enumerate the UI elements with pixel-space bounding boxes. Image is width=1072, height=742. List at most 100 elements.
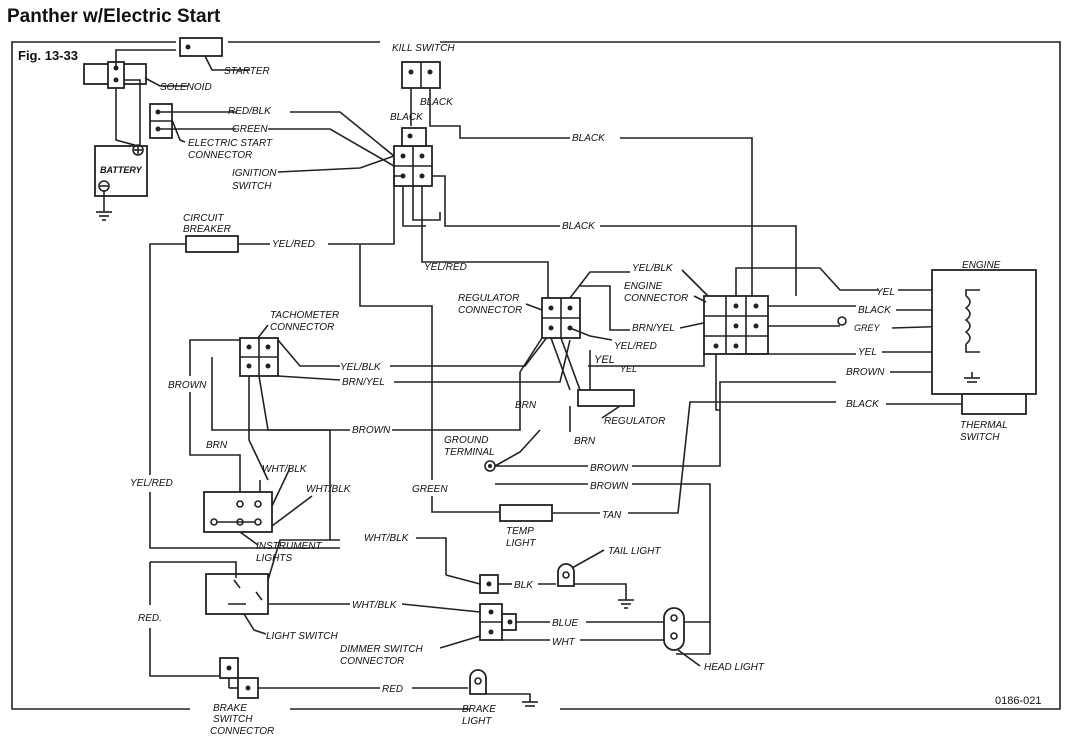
wire-label-yel-blk-eng: YEL/BLK [632, 263, 674, 274]
tail-light-connector [479, 574, 499, 594]
dimmer-pointer [439, 635, 481, 649]
instrument-lights-label-1: INSTRUMENT [256, 541, 322, 552]
ground-terminal [484, 460, 496, 472]
wire-label-brown-mid: BROWN [352, 425, 391, 436]
ground-terminal-label-2: TERMINAL [444, 447, 495, 458]
thermal-switch-label-2: SWITCH [960, 432, 1000, 443]
wire-brown-tach-2 [189, 392, 241, 480]
wire-label-brown-ground-1: BROWN [590, 463, 629, 474]
brake-switch-connector-label-3: CONNECTOR [210, 726, 274, 737]
wire-label-yel-red-reg: YEL/RED [424, 262, 467, 273]
wire-label-yel-red-left: YEL/RED [130, 478, 173, 489]
wire-ground-reg [494, 429, 541, 467]
temp-light-label-2: LIGHT [506, 538, 536, 549]
engine-connector-label-1: ENGINE [624, 281, 663, 292]
wire-label-yel-red-reg-2: YEL/RED [614, 341, 657, 352]
wire-brn-yel-tach-2 [394, 339, 571, 383]
regulator-connector-pointer [525, 303, 543, 311]
wire-label-brn-yel-reg: BRN/YEL [632, 323, 675, 334]
wire-label-yel-red-cb: YEL/RED [272, 239, 315, 250]
brake-light-label-2: LIGHT [462, 716, 492, 727]
wire-label-black-2: BLACK [562, 221, 596, 232]
wire-label-black-kill: BLACK [420, 97, 454, 108]
wire-brown-mid [211, 357, 350, 431]
wire-ign-yel-red [421, 186, 549, 298]
dimmer-switch-connector [479, 603, 517, 641]
wire-label-yel-engine: YEL [876, 287, 895, 298]
wire-yel-blk-eng [569, 271, 630, 299]
ignition-switch-label-2: SWITCH [232, 181, 272, 192]
regulator [550, 337, 635, 407]
tail-light-label: TAIL LIGHT [608, 546, 661, 557]
wire-label-black-thermal: BLACK [846, 399, 880, 410]
wire-label-wht-blk-inst-1: WHT/BLK [262, 464, 308, 475]
wire-reg-brn-link [519, 337, 543, 373]
light-switch-pointer [243, 613, 267, 635]
regulator-connector-label-2: CONNECTOR [458, 305, 522, 316]
thermal-switch-label-1: THERMAL [960, 420, 1008, 431]
wire-cb-to-ign [328, 175, 403, 245]
wire-yel-blk-eng-2 [681, 269, 709, 297]
starter-label: STARTER [224, 66, 270, 77]
wire-yel-red-reg [569, 327, 613, 341]
head-light-label: HEAD LIGHT [704, 662, 765, 673]
regulator-label: REGULATOR [604, 416, 665, 427]
wire-label-black-1: BLACK [572, 133, 606, 144]
regulator-connector-label-1: REGULATOR [458, 293, 519, 304]
starter [179, 37, 250, 71]
wire-green-start [268, 128, 395, 167]
light-switch-label: LIGHT SWITCH [266, 631, 338, 642]
regulator-pointer [601, 405, 621, 419]
wire-wht-blk-ls [267, 539, 340, 581]
wire-ign-down-2 [412, 186, 441, 221]
brake-light-label-1: BRAKE [462, 704, 496, 715]
wire-yel-blk-tach [390, 335, 549, 367]
wire-green-main [359, 244, 433, 480]
tail-light [557, 563, 634, 609]
wire-label-brn-inst: BRN [206, 440, 228, 451]
tachometer-connector-label-2: CONNECTOR [270, 322, 334, 333]
wire-label-brn-reg: BRN [515, 400, 537, 411]
wire-label-grey: GREY [854, 323, 881, 333]
wire-brn-yel-tach [277, 375, 341, 381]
wire-black-2 [432, 175, 560, 227]
electric-start-connector-label-2: CONNECTOR [188, 150, 252, 161]
ignition-switch [393, 127, 433, 187]
diagram-title: Panther w/Electric Start [7, 6, 221, 27]
battery-label: BATTERY [100, 165, 143, 175]
wire-tan-2 [628, 401, 836, 514]
temp-light [499, 504, 553, 522]
engine-connector-pointer [693, 295, 707, 303]
wire-label-black-ign: BLACK [390, 112, 424, 123]
wire-black-2b [600, 225, 797, 296]
circuit-breaker [185, 235, 239, 253]
wire-label-wht-blk-dim: WHT/BLK [352, 600, 398, 611]
wire-yel-red-left-2 [149, 492, 340, 549]
wire-tach-inst-2 [258, 375, 331, 540]
wire-yel-red-left [149, 243, 186, 475]
tachometer-connector [239, 337, 340, 377]
wire-brown-ground-2b [632, 483, 711, 655]
circuit-breaker-label-2: BREAKER [183, 224, 231, 235]
wire-wht-blk-inst-b [271, 495, 313, 527]
dimmer-switch-connector-label-2: CONNECTOR [340, 656, 404, 667]
tach-pointer [257, 324, 269, 339]
wire-label-green-top: GREEN [232, 124, 268, 135]
light-switch [205, 573, 269, 615]
wire-label-brn-reg-2: BRN [574, 436, 596, 447]
starter-wiring [115, 49, 236, 147]
wire-brn-yel-reg [580, 285, 630, 331]
electric-start-connector-label-1: ELECTRIC START [188, 138, 273, 149]
electric-start-connector [149, 103, 186, 143]
wire-label-wht: WHT [552, 637, 576, 648]
head-light [663, 607, 710, 651]
ignition-pointer [277, 155, 395, 173]
wire-light-switch-in [150, 561, 237, 578]
brake-light [469, 669, 538, 707]
kill-switch-label: KILL SWITCH [392, 43, 455, 54]
wire-label-brn-yel-tach: BRN/YEL [342, 377, 385, 388]
wire-label-wht-blk-ls: WHT/BLK [364, 533, 410, 544]
wire-label-yel-reg: YEL [594, 354, 615, 366]
tail-light-pointer [571, 549, 605, 569]
